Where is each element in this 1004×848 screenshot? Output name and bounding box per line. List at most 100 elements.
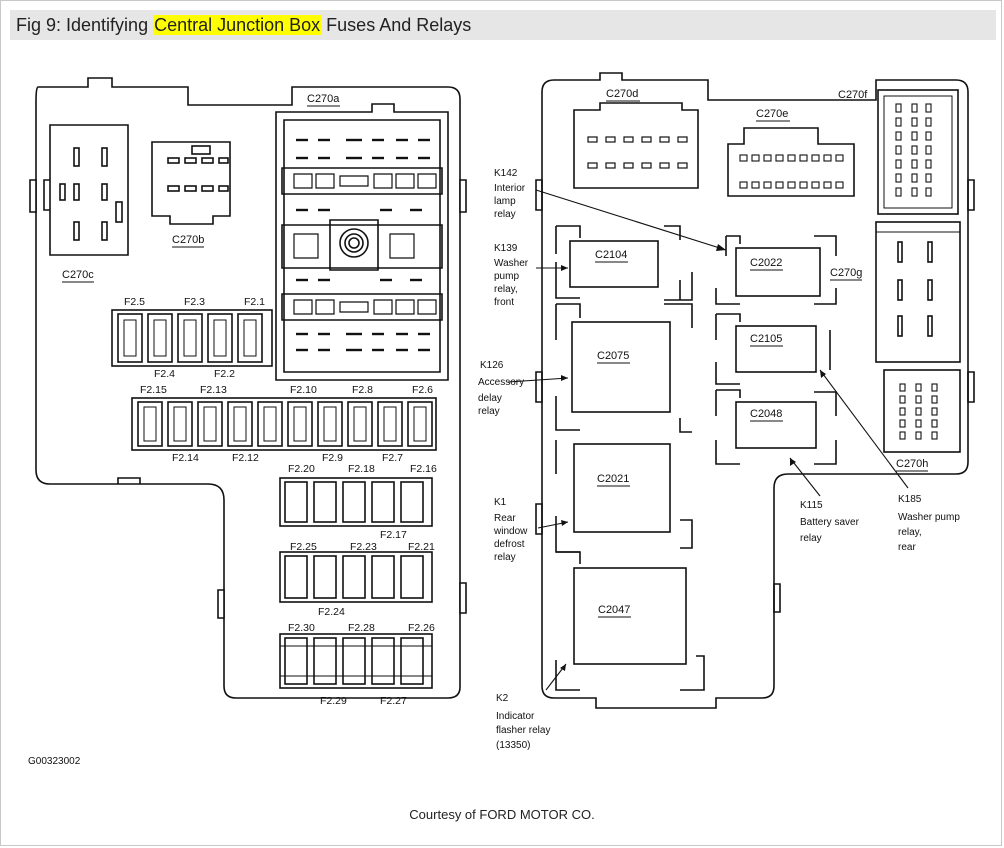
callout-k185-line: K185 [898, 494, 922, 505]
relay-socket-c2048 [715, 389, 837, 465]
socket-label-c2075: C2075 [597, 350, 629, 362]
fuse-label-f2-14: F2.14 [172, 452, 199, 464]
connector-c270e-label: C270e [756, 108, 788, 120]
relay-callouts: K142 Interior lamp relay K139 Washer pum… [478, 168, 960, 751]
connector-c270f-label: C270f [838, 89, 868, 101]
socket-label-c2105: C2105 [750, 333, 782, 345]
connector-c270c [43, 124, 129, 256]
fuse-label-f2-2: F2.2 [214, 368, 235, 380]
fuse-label-f2-7: F2.7 [382, 452, 403, 464]
callout-k1-line: Rear [494, 513, 516, 524]
title-highlight: Central Junction Box [153, 15, 322, 35]
fuse-label-f2-9: F2.9 [322, 452, 343, 464]
fuse-label-f2-27: F2.27 [380, 695, 407, 707]
connector-c270c-label: C270c [62, 269, 94, 281]
credit-text: Courtesy of FORD MOTOR CO. [409, 807, 595, 822]
fuse-label-f2-12: F2.12 [232, 452, 259, 464]
fuse-label-f2-20: F2.20 [288, 463, 315, 475]
callout-k139: K139 Washer pump relay, front [494, 243, 529, 308]
socket-label-c2021: C2021 [597, 473, 629, 485]
connector-c270b-label: C270b [172, 234, 204, 246]
relay-socket-c2104 [555, 225, 693, 301]
socket-label-c2047: C2047 [598, 604, 630, 616]
fuse-label-f2-26: F2.26 [408, 622, 435, 634]
left-junction-box: C270c C270b C270a [29, 77, 467, 707]
callout-k2-line: (13350) [496, 740, 530, 751]
callout-k139-line: relay, [494, 284, 518, 295]
fuse-labels: F2.5 F2.3 F2.1 F2.4 F2.2 F2.15 F2.13 F2.… [124, 296, 437, 707]
fuse-label-f2-18: F2.18 [348, 463, 375, 475]
socket-label-c2104: C2104 [595, 249, 627, 261]
connector-c270g-label: C270g [830, 267, 862, 279]
fuse-label-f2-28: F2.28 [348, 622, 375, 634]
connector-c270f [877, 89, 959, 215]
relay-socket-c2022 [715, 235, 837, 305]
relay-socket-c2047 [555, 551, 705, 691]
callout-k1-line: K1 [494, 497, 507, 508]
fuse-label-f2-4: F2.4 [154, 368, 175, 380]
callout-k115-line: K115 [800, 500, 823, 511]
callout-k185-line: Washer pump [898, 512, 960, 523]
callout-k142-line: Interior [494, 183, 526, 194]
figure-id: G00323002 [28, 756, 81, 767]
fuse-label-f2-1: F2.1 [244, 296, 265, 308]
fuse-label-f2-29: F2.29 [320, 695, 347, 707]
relay-socket-c2105 [715, 313, 831, 385]
callout-k2-line: Indicator [496, 711, 535, 722]
fuse-block-f2-1-5 [111, 309, 273, 367]
left-box-outline [35, 77, 461, 699]
title-bar: Fig 9: Identifying Central Junction Box … [10, 10, 996, 40]
callout-k139-line: K139 [494, 243, 518, 254]
socket-label-c2048: C2048 [750, 408, 782, 420]
callout-k2-line: flasher relay [496, 725, 550, 736]
callout-k126: K126 Accessory delay relay [478, 360, 524, 417]
connector-c270b [151, 141, 231, 225]
callout-leaders [507, 189, 909, 691]
right-box-outline [541, 72, 969, 709]
callout-k139-line: Washer [494, 258, 529, 269]
relay-socket-c2075 [555, 303, 693, 433]
callout-k142-line: relay [494, 209, 516, 220]
callout-k1-line: relay [494, 552, 516, 563]
title-suffix: Fuses And Relays [321, 15, 472, 35]
title-prefix: Fig 9: Identifying [16, 15, 154, 35]
connector-c270d [573, 102, 699, 189]
fuse-label-f2-10: F2.10 [290, 384, 317, 396]
callout-k139-line: pump [494, 271, 519, 282]
connector-c270e [727, 127, 855, 197]
callout-k142-line: K142 [494, 168, 518, 179]
callout-k126-line: relay [478, 406, 500, 417]
callout-k1-line: defrost [494, 539, 525, 550]
callout-k139-line: front [494, 297, 514, 308]
callout-k185: K185 Washer pump relay, rear [898, 494, 960, 553]
callout-k115-line: Battery saver [800, 517, 860, 528]
callout-k115: K115 Battery saver relay [800, 500, 860, 544]
relay-socket-labels: C2104 C2075 C2021 C2047 C2022 C2105 C204… [595, 249, 782, 616]
connector-c270g [875, 221, 961, 363]
connector-c270d-label: C270d [606, 88, 638, 100]
fuse-block-f2-26-30 [279, 633, 433, 689]
fuse-label-f2-23: F2.23 [350, 541, 377, 553]
fuse-label-f2-8: F2.8 [352, 384, 373, 396]
callout-k142-line: lamp [494, 196, 516, 207]
fuse-label-f2-24: F2.24 [318, 606, 345, 618]
callout-k185-line: rear [898, 542, 916, 553]
fuse-label-f2-15: F2.15 [140, 384, 167, 396]
socket-label-c2022: C2022 [750, 257, 782, 269]
figure-title: Fig 9: Identifying Central Junction Box … [16, 15, 471, 36]
right-junction-box: C270d C270e [478, 72, 975, 751]
callout-k126-line: Accessory [478, 377, 524, 388]
callout-k2-line: K2 [496, 693, 509, 704]
connector-c270h [883, 369, 961, 453]
connector-c270a [275, 103, 449, 381]
fuse-block-f2-16-20 [279, 477, 433, 527]
callout-k185-line: relay, [898, 527, 922, 538]
callout-k1-line: window [493, 526, 528, 537]
fuse-label-f2-5: F2.5 [124, 296, 145, 308]
fuse-label-f2-17: F2.17 [380, 529, 407, 541]
connector-c270a-label: C270a [307, 93, 340, 105]
relay-socket-c2021 [555, 440, 693, 553]
callout-k126-line: K126 [480, 360, 504, 371]
